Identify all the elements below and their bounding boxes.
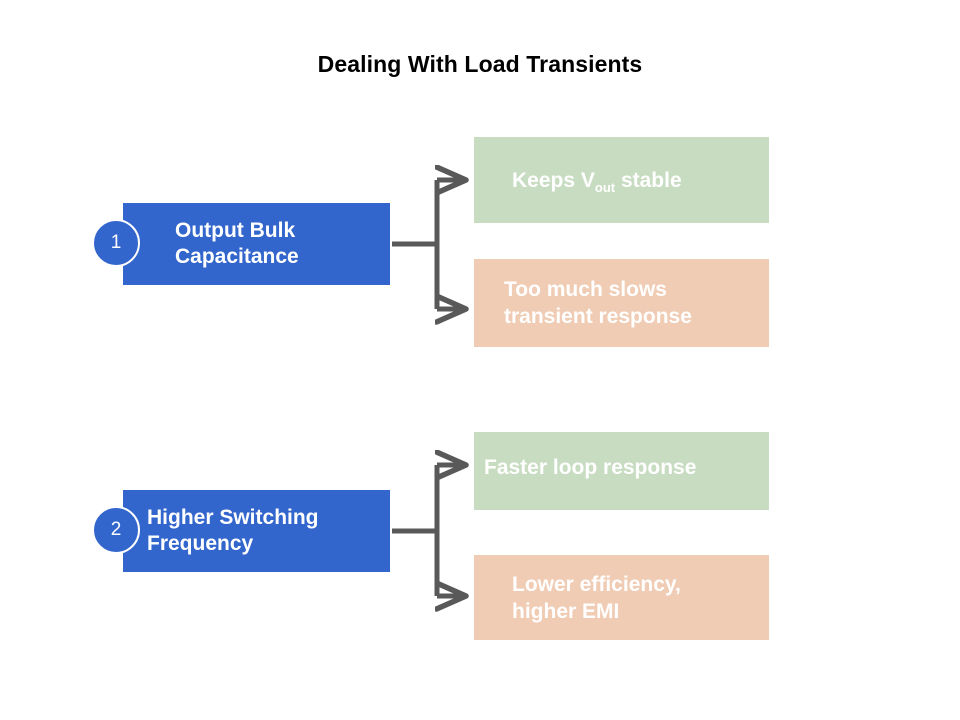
connector-group-1 xyxy=(392,180,463,309)
step-box-2-label: Higher Switching Frequency xyxy=(147,506,319,555)
outcome-box-1-negative-label: Too much slows transient response xyxy=(504,278,692,328)
vout-text-before: Keeps V xyxy=(512,168,595,192)
step-badge-2: 2 xyxy=(92,506,140,554)
outcome-box-1-negative[interactable]: Too much slows transient response xyxy=(474,259,769,347)
step-badge-1-number: 1 xyxy=(110,232,122,253)
page-title: Dealing With Load Transients xyxy=(317,51,643,77)
step-box-1[interactable]: Output Bulk Capacitance xyxy=(123,203,390,285)
outcome-box-2-negative[interactable]: Lower efficiency, higher EMI xyxy=(474,555,769,640)
outcome-box-1-positive[interactable]: Keeps Vout stable xyxy=(474,137,769,223)
outcome-box-2-positive-label: Faster loop response xyxy=(484,456,697,479)
outcome-box-1-positive-label: Keeps Vout stable xyxy=(512,167,682,194)
connector-group-2 xyxy=(392,465,463,596)
step-box-2[interactable]: Higher Switching Frequency xyxy=(123,490,390,572)
outcome-box-2-positive[interactable]: Faster loop response xyxy=(474,432,769,510)
step-box-1-label: Output Bulk Capacitance xyxy=(175,219,299,268)
vout-text-after: stable xyxy=(615,168,682,192)
step-badge-1: 1 xyxy=(92,219,140,267)
step-badge-2-number: 2 xyxy=(110,519,122,540)
vout-subscript: out xyxy=(594,179,616,195)
outcome-box-2-negative-label: Lower efficiency, higher EMI xyxy=(512,572,681,623)
